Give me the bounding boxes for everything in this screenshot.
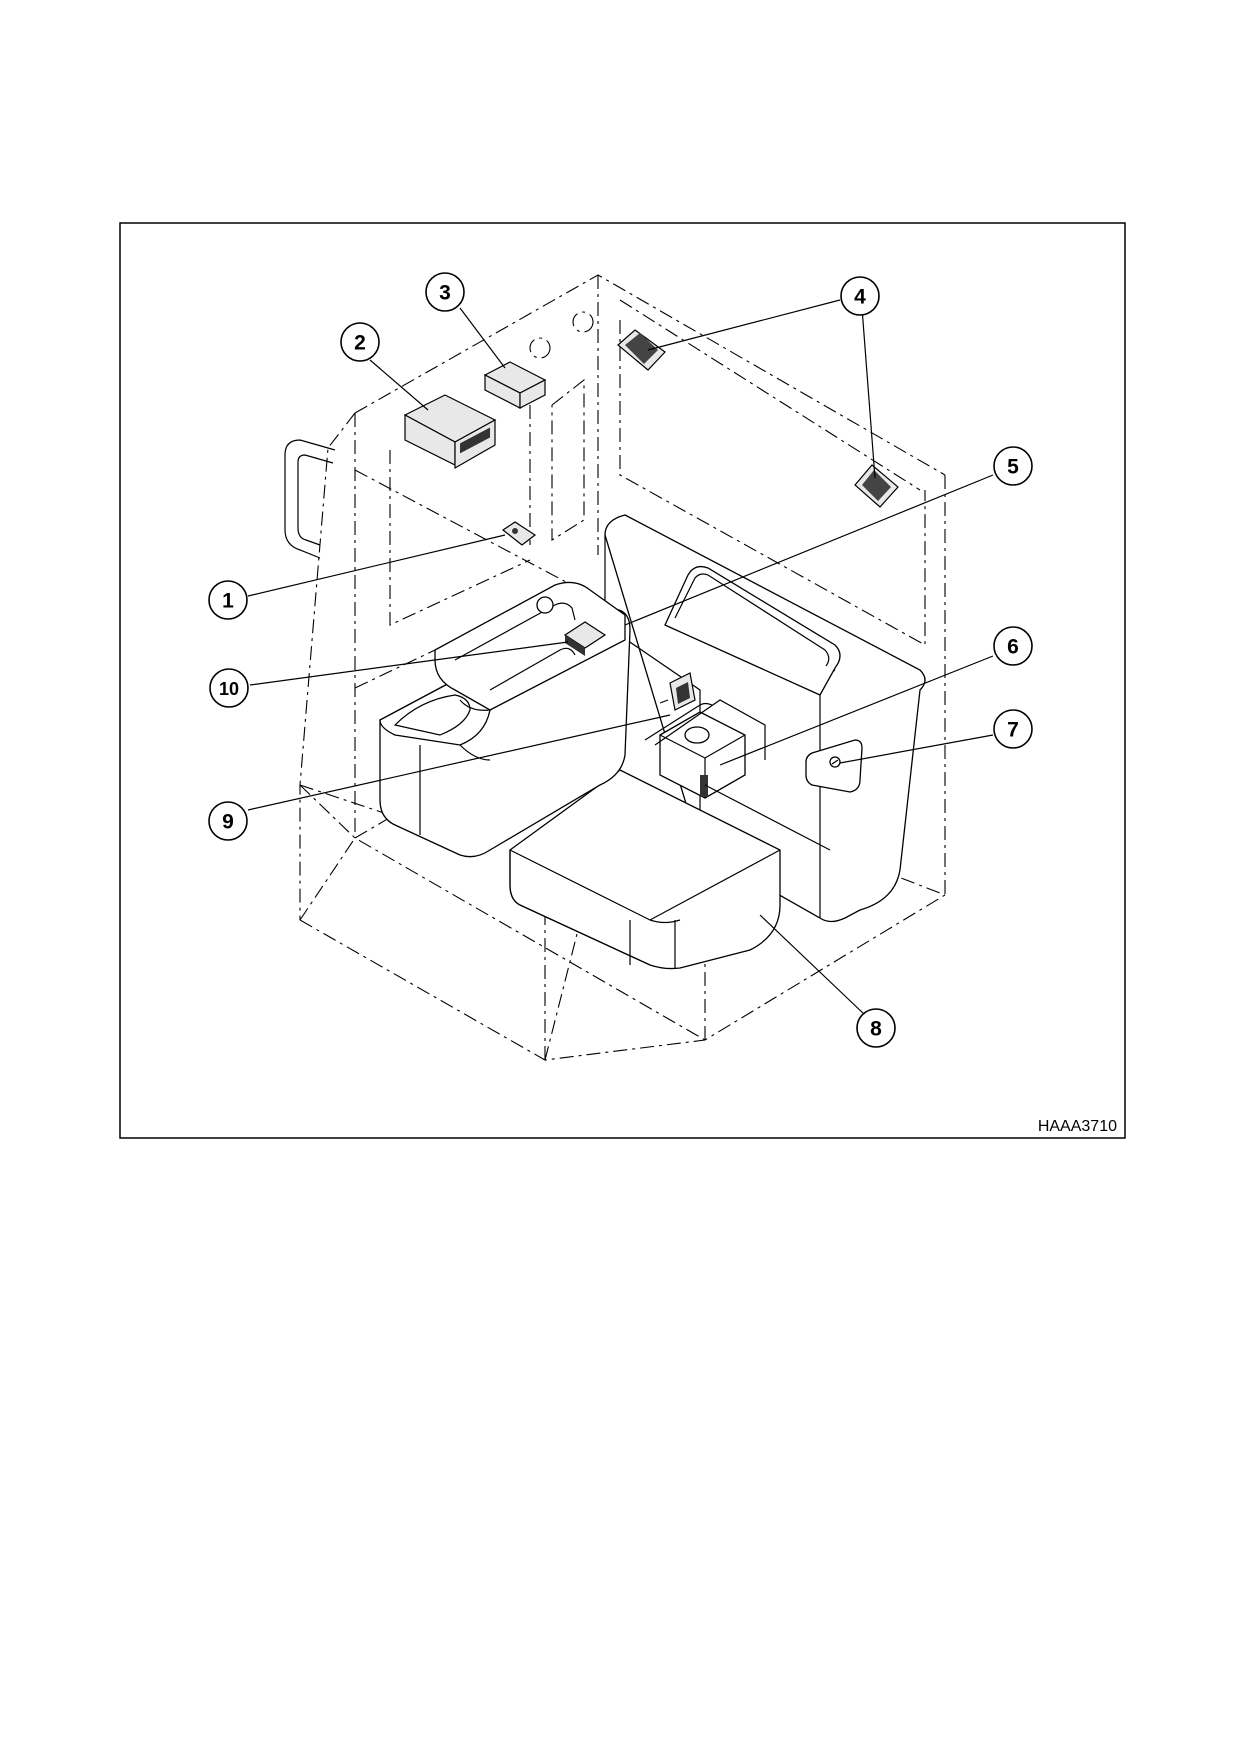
speaker-left <box>617 329 666 371</box>
washer-tank <box>644 699 831 851</box>
callout-10: 10 <box>209 668 249 708</box>
callout-9-label: 9 <box>222 811 234 834</box>
radio-unit <box>403 394 497 470</box>
switch-panel <box>563 621 607 656</box>
figure-code: HAAA3710 <box>1038 1118 1117 1135</box>
cab-frame <box>284 274 946 1061</box>
callout-7: 7 <box>993 709 1033 749</box>
callout-6-label: 6 <box>1007 636 1019 659</box>
callout-4-label: 4 <box>854 286 866 309</box>
callout-2: 2 <box>340 322 380 362</box>
speaker-right <box>854 464 899 508</box>
leader-lines <box>247 299 994 1016</box>
callout-7-label: 7 <box>1007 719 1019 742</box>
seat-cushion <box>509 769 781 970</box>
callout-3: 3 <box>425 272 465 312</box>
rear-console <box>604 514 926 923</box>
callout-2-label: 2 <box>354 332 366 355</box>
relay-unit <box>659 672 696 711</box>
callout-1: 1 <box>208 580 248 620</box>
callout-4: 4 <box>840 276 880 316</box>
radio-controller <box>483 361 547 409</box>
small-switch <box>501 521 537 546</box>
left-console <box>379 581 631 858</box>
figure-border <box>119 222 1126 1139</box>
callout-8: 8 <box>856 1008 896 1048</box>
callout-6: 6 <box>993 626 1033 666</box>
callout-5: 5 <box>993 446 1033 486</box>
callout-9: 9 <box>208 801 248 841</box>
callout-1-label: 1 <box>222 590 234 613</box>
callout-8-label: 8 <box>870 1018 882 1041</box>
callout-10-label: 10 <box>219 679 239 699</box>
callout-3-label: 3 <box>439 282 451 305</box>
callout-5-label: 5 <box>1007 456 1019 479</box>
